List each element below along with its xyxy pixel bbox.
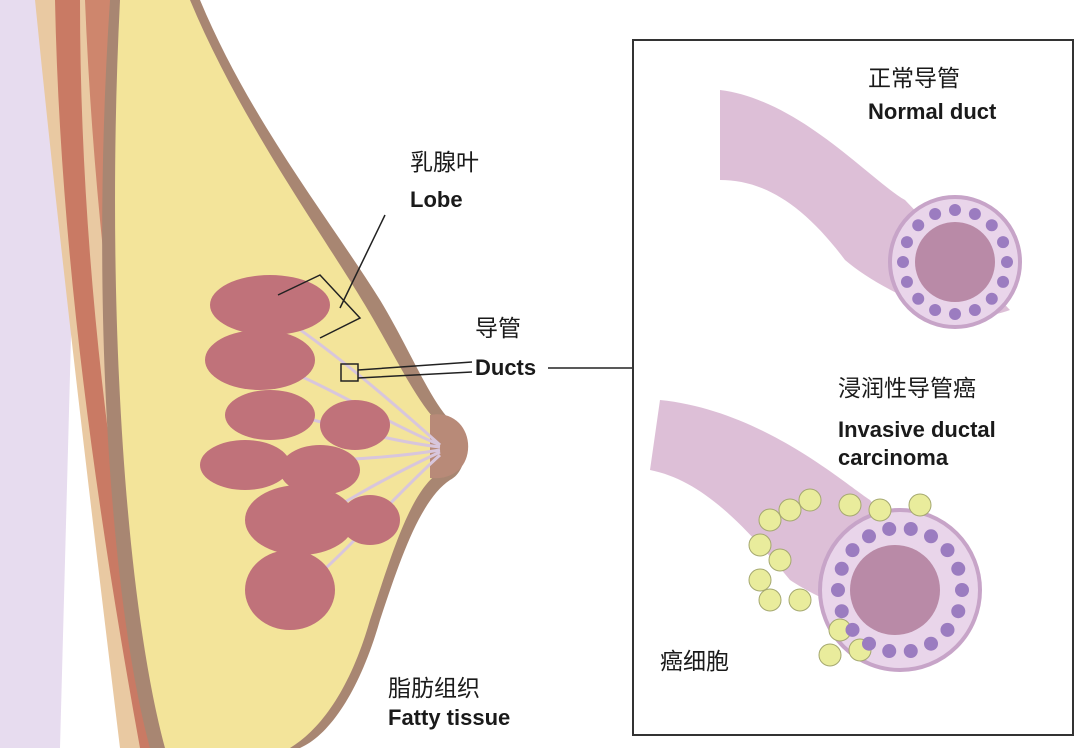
cell-nucleus xyxy=(924,636,938,651)
cell-nucleus xyxy=(929,304,942,317)
cell-nucleus xyxy=(968,207,981,220)
cell-nucleus xyxy=(897,256,909,268)
cell-nucleus xyxy=(951,604,966,619)
nipple xyxy=(430,414,469,479)
cell-nucleus xyxy=(940,543,955,558)
cancer-cell xyxy=(758,508,782,532)
cell-nucleus xyxy=(985,292,998,305)
cell-nucleus xyxy=(834,604,849,619)
cell-nucleus xyxy=(862,529,876,544)
cell-nucleus xyxy=(924,529,938,544)
idc-label-zh: 浸润性导管癌 xyxy=(838,376,976,402)
cancer-cell xyxy=(748,568,772,592)
cell-nucleus xyxy=(900,236,913,249)
cancer-cell xyxy=(778,498,802,522)
cell-nucleus xyxy=(882,521,897,536)
cell-nucleus xyxy=(831,583,845,597)
cell-nucleus xyxy=(929,207,942,220)
cell-nucleus xyxy=(955,583,969,597)
normal-duct-label-zh: 正常导管 xyxy=(868,66,960,92)
cancer-cell xyxy=(818,643,842,667)
lobes xyxy=(200,275,400,630)
idc-label-en-line2: carcinoma xyxy=(838,445,949,470)
cancer-cell xyxy=(798,488,822,512)
lobe-bracket xyxy=(277,214,386,339)
cell-nucleus xyxy=(997,236,1010,249)
ducts-label-en: Ducts xyxy=(475,355,537,380)
cell-nucleus xyxy=(985,219,998,232)
ducts-label-zh: 导管 xyxy=(475,316,521,342)
cancer-cell xyxy=(838,493,862,517)
cell-nucleus xyxy=(968,304,981,317)
cancer-cell xyxy=(788,588,812,612)
cancer-cell xyxy=(768,548,792,572)
cell-nucleus xyxy=(997,275,1010,288)
duct-marker-box xyxy=(340,363,359,382)
cell-nucleus xyxy=(1001,256,1013,268)
cell-nucleus xyxy=(903,521,918,536)
cell-nucleus xyxy=(912,292,925,305)
cell-nucleus xyxy=(949,308,961,320)
normal-duct-label-en: Normal duct xyxy=(868,99,997,124)
idc-label-en-line1: Invasive ductal xyxy=(838,417,996,442)
cell-nucleus xyxy=(951,561,966,576)
cancer-cell xyxy=(908,493,932,517)
cancer-cell xyxy=(758,588,782,612)
cell-nucleus xyxy=(949,204,961,216)
cell-nucleus xyxy=(834,561,849,576)
cell-nucleus xyxy=(862,636,876,651)
cell-nucleus xyxy=(903,644,918,659)
cell-nucleus xyxy=(882,644,897,659)
fatty-tissue-label-zh: 脂肪组织 xyxy=(388,676,480,702)
cell-nucleus xyxy=(900,275,913,288)
lobe-label-en: Lobe xyxy=(410,187,463,212)
lobe-label-zh: 乳腺叶 xyxy=(410,150,479,176)
normal-duct-illustration xyxy=(720,90,1022,329)
cancer-cells-label-zh: 癌细胞 xyxy=(660,649,729,675)
cell-nucleus xyxy=(912,219,925,232)
cell-nucleus xyxy=(940,622,955,637)
fatty-tissue-label-en: Fatty tissue xyxy=(388,705,511,730)
cell-nucleus xyxy=(845,622,860,637)
cell-nucleus xyxy=(845,543,860,558)
cancer-cell xyxy=(748,533,772,557)
idc-illustration xyxy=(650,400,982,672)
cancer-cell xyxy=(868,498,892,522)
